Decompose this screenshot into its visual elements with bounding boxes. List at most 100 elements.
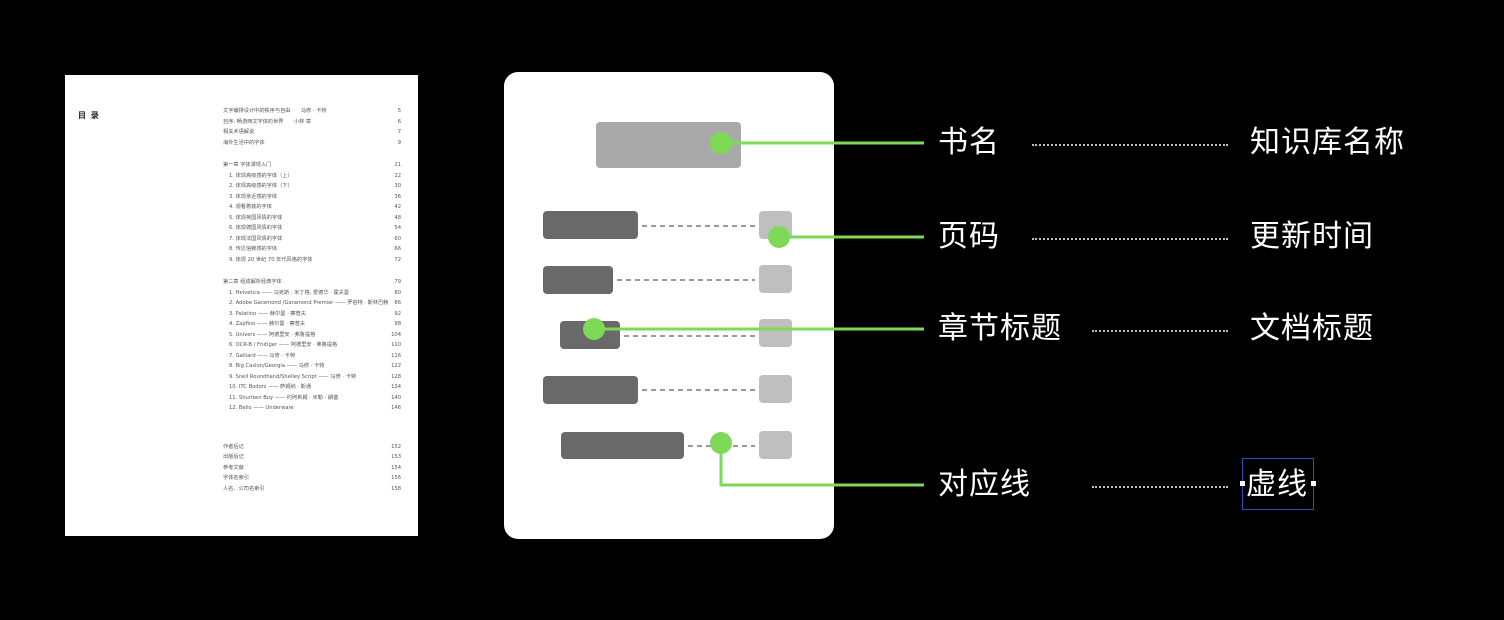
toc-document-page: 目 录 文字编排设计中的秩序与自由 马修 · 卡特 5 自序: 畅游西文字体的世界 … xyxy=(65,75,418,536)
toc-entry-text: 6. OCR-B / Frutiger —— 阿德里安 · 弗鲁提格 xyxy=(229,342,338,348)
selection-handle-left[interactable] xyxy=(1240,481,1245,486)
legend-meaning-update-time: 更新时间 xyxy=(1250,219,1374,254)
toc-entry-text: 相关术语解说 xyxy=(223,129,255,135)
toc-entry-page: 36 xyxy=(394,193,401,200)
toc-entry-text: 9. 体现 20 世纪 70 年代风格的字体 xyxy=(229,256,313,263)
toc-entry: 参考文献 154 xyxy=(223,463,401,473)
toc-title: 目 录 xyxy=(78,111,100,120)
legend-term-leader-line: 对应线 xyxy=(938,467,1031,502)
toc-entry-page: 134 xyxy=(391,384,401,390)
legend-dots-2 xyxy=(1032,238,1228,240)
toc-entry: 第二章 组成解析经典字体 79 xyxy=(223,277,401,287)
toc-entry-text: 字体名索引 xyxy=(223,475,249,481)
legend-dots-4 xyxy=(1092,486,1228,488)
toc-entry-text: 出版后记 xyxy=(223,454,244,460)
toc-entry-text: 海外生活中的字体 xyxy=(223,139,265,146)
connector-dot-chapter-title xyxy=(583,318,605,340)
toc-entry-text: 12. Bello —— Underware xyxy=(229,405,294,411)
toc-entry: 9. 体现 20 世纪 70 年代风格的字体 72 xyxy=(229,255,401,265)
toc-entry-text: 4. Zapfino —— 赫尔曼 · 察普夫 xyxy=(229,321,306,327)
toc-entry-page: 9 xyxy=(397,139,401,146)
legend-meaning-doc-title: 文档标题 xyxy=(1250,311,1374,346)
toc-entry-page: 42 xyxy=(394,204,401,210)
toc-entry-page: 60 xyxy=(394,235,401,242)
toc-entry: 9. Snell Roundhand/Shelley Script —— 马修 … xyxy=(229,372,401,382)
toc-entry-page: 152 xyxy=(391,443,401,450)
toc-entry: 6. OCR-B / Frutiger —— 阿德里安 · 弗鲁提格 110 xyxy=(229,340,401,350)
toc-entry-text: 8. Big Caslon/Georgia —— 马修 · 卡特 xyxy=(229,363,325,369)
toc-entry-text: 2. Adobe Garamond /Garamond Premier —— 罗… xyxy=(229,300,389,306)
toc-entry-text: 3. Palatino —— 赫尔曼 · 察普夫 xyxy=(229,310,306,317)
toc-entry-page: 21 xyxy=(394,162,401,168)
legend-meaning-dashed-line[interactable]: 虚线 xyxy=(1246,467,1308,502)
legend-meaning-kb-name: 知识库名称 xyxy=(1250,125,1405,160)
toc-entry-text: 文字编排设计中的秩序与自由 马修 · 卡特 xyxy=(223,108,327,114)
toc-entry-page: 156 xyxy=(391,475,401,481)
connector-dot-page-number xyxy=(768,226,790,248)
toc-entry-page: 158 xyxy=(391,485,401,492)
toc-entry-text: 第一章 字体漫现入门 xyxy=(223,162,272,168)
toc-entry: 1. Helvetica —— 马克斯 · 米丁格, 爱德华 · 霍夫曼 80 xyxy=(229,288,401,298)
toc-entry: 文字编排设计中的秩序与自由 马修 · 卡特 5 xyxy=(223,106,401,116)
toc-entry-text: 4. 观看着装的字体 xyxy=(229,204,272,210)
page-number-block-4 xyxy=(759,375,792,403)
toc-entry: 2. Adobe Garamond /Garamond Premier —— 罗… xyxy=(229,298,401,308)
toc-entry: 6. 体现德国风情的字体 54 xyxy=(229,223,401,233)
toc-entry-text: 1. Helvetica —— 马克斯 · 米丁格, 爱德华 · 霍夫曼 xyxy=(229,289,350,296)
chapter-title-block-1 xyxy=(543,211,638,239)
toc-entry: 2. 体现高级感的字体（下）30 xyxy=(229,181,401,191)
toc-entry-page: 122 xyxy=(391,363,401,369)
text-selection-box[interactable] xyxy=(1240,458,1316,510)
chapter-title-block-5 xyxy=(561,432,684,459)
toc-entry-text: 5. 体现英国风情的字体 xyxy=(229,214,283,221)
toc-entry-page: 104 xyxy=(391,331,401,338)
chapter-title-block-4 xyxy=(543,376,638,404)
legend-dots-3 xyxy=(1092,330,1228,332)
toc-entry-page: 54 xyxy=(394,225,401,231)
selection-handle-right[interactable] xyxy=(1311,481,1316,486)
toc-entry-text: 自序: 畅游西文字体的世界 小林 章 xyxy=(223,118,312,125)
connector-leader-line xyxy=(719,443,924,487)
toc-entry-page: 22 xyxy=(394,172,401,179)
toc-entry-text: 作者后记 xyxy=(223,443,244,450)
toc-entry-text: 11. Shuriken Boy —— 约阿希姆 · 米勒 - 朗塞 xyxy=(229,394,339,401)
toc-entry: 海外生活中的字体 9 xyxy=(223,138,401,148)
toc-entry: 1. 体现高级感的字体（上） 22 xyxy=(229,171,401,181)
toc-entry-text: 7. 体现法国风情的字体 xyxy=(229,235,283,242)
toc-entry-page: 146 xyxy=(391,405,401,411)
legend-term-book-title: 书名 xyxy=(938,125,1000,160)
toc-entry-text: 6. 体现德国风情的字体 xyxy=(229,225,283,231)
toc-entry-page: 92 xyxy=(394,310,401,317)
book-title-block xyxy=(596,122,741,168)
toc-entry: 4. 观看着装的字体 42 xyxy=(229,202,401,212)
toc-entry-text: 1. 体现高级感的字体（上） xyxy=(229,172,293,179)
toc-entry-page: 110 xyxy=(391,342,401,348)
toc-entry-text: 参考文献 xyxy=(223,464,244,471)
toc-entry-page: 80 xyxy=(394,289,401,296)
toc-entry: 第一章 字体漫现入门 21 xyxy=(223,160,401,170)
chapter-title-block-2 xyxy=(543,266,613,294)
toc-entry-page: 154 xyxy=(391,464,401,471)
toc-entry-page: 6 xyxy=(397,118,401,125)
toc-entry-text: 第二章 组成解析经典字体 xyxy=(223,279,282,285)
toc-entry-page: 30 xyxy=(394,183,401,189)
toc-entry-page: 86 xyxy=(394,300,401,306)
legend-term-page-number: 页码 xyxy=(938,219,1000,254)
connector-dot-leader-line xyxy=(710,432,732,454)
toc-entry-page: 48 xyxy=(394,214,401,221)
toc-entry-page: 72 xyxy=(394,256,401,263)
toc-entry-text: 5. Univers —— 阿德里安 · 弗鲁提格 xyxy=(229,331,316,338)
toc-entry-page: 79 xyxy=(394,279,401,285)
toc-entry-text: 7. Galliard —— 马修 · 卡特 xyxy=(229,352,296,359)
toc-entry-text: 10. ITC Bodoni —— 萨姆纳 · 斯通 xyxy=(229,384,312,390)
toc-entry: 7. 体现法国风情的字体 60 xyxy=(229,234,401,244)
toc-entry-page: 5 xyxy=(397,108,401,114)
wireframe-card xyxy=(504,72,834,539)
